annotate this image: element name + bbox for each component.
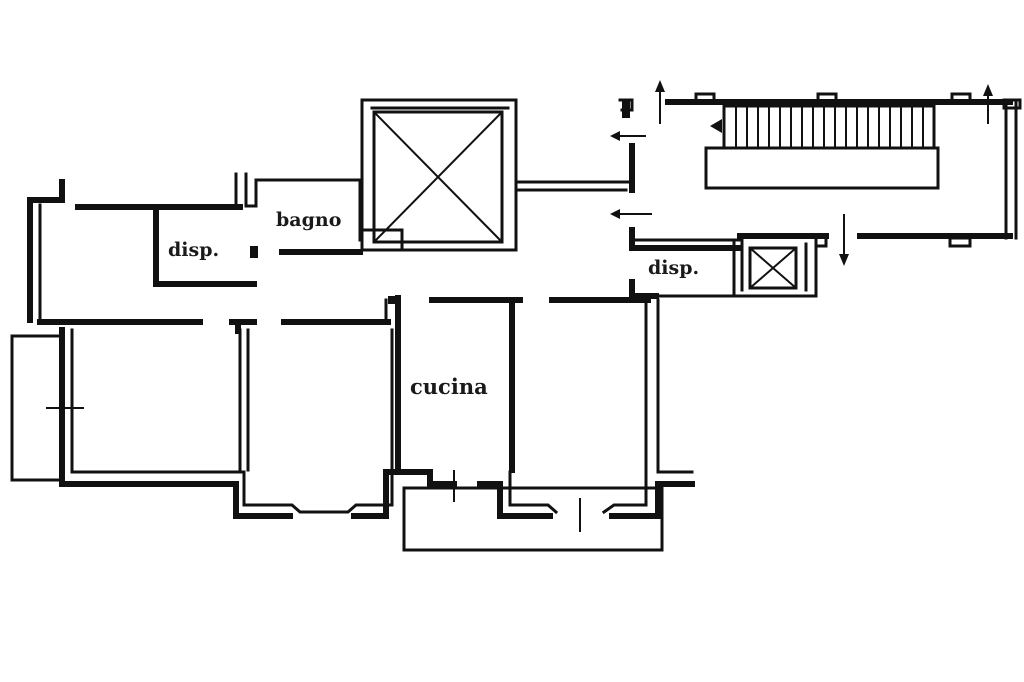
exterior-walls [10,179,695,552]
arrow-down-icon [839,214,849,266]
right-wing [618,92,1022,298]
arrow-up-icon [983,84,993,124]
bottom-balcony [402,486,664,552]
room-label-disp-right: disp. [648,257,699,279]
small-shaft-icon [748,246,798,290]
elevator-shaft-icon [372,110,504,244]
arrow-left-icon [710,119,722,133]
room-label-disp-left: disp. [168,239,219,261]
door-marks [46,296,581,532]
room-label-cucina: cucina [410,374,488,399]
arrow-up-icon [655,80,665,124]
room-label-bagno: bagno [276,209,341,231]
arrow-left-icon [610,131,646,141]
corridor-walls [514,143,743,299]
interior-walls [37,98,651,473]
staircase-icon [704,104,940,190]
arrow-left-icon [610,209,652,219]
